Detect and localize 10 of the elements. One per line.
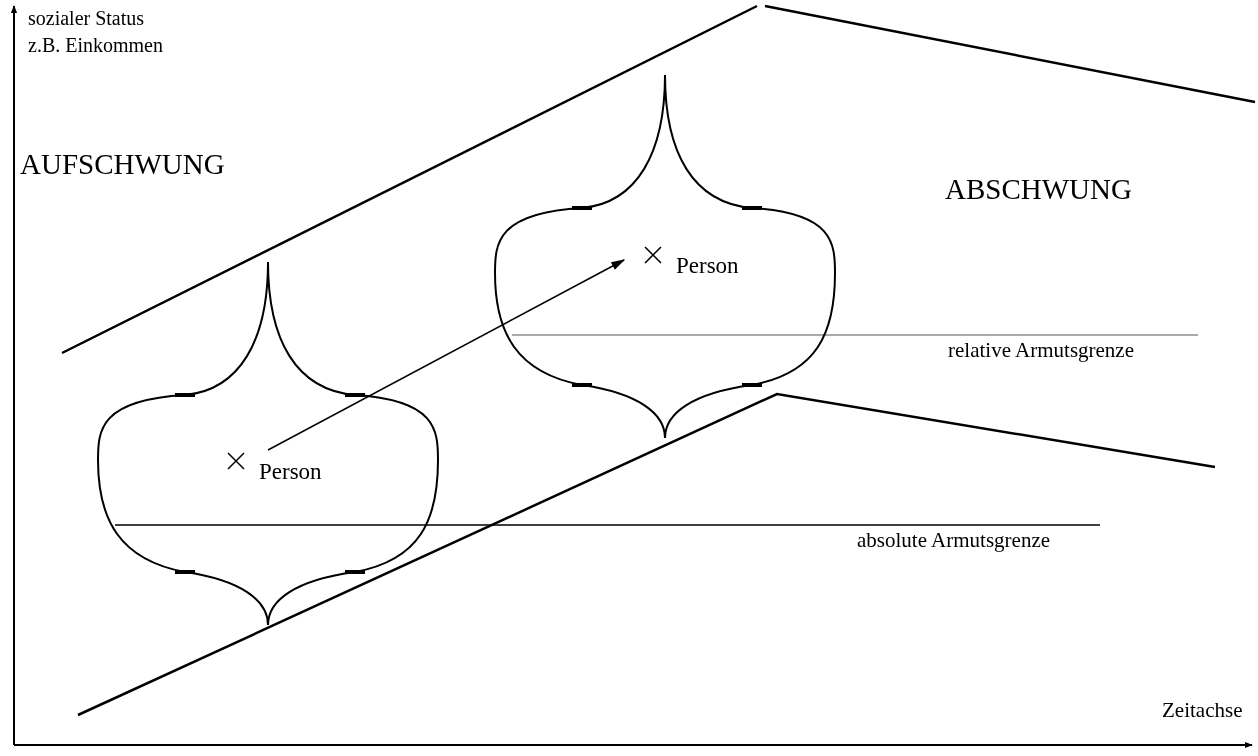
axis-title: z.B. Einkommen (28, 35, 163, 55)
threshold-label: absolute Armutsgrenze (857, 530, 1051, 551)
axis-title: Zeitachse (1162, 700, 1243, 721)
person-label: Person (259, 460, 322, 483)
threshold-label: relative Armutsgrenze (948, 340, 1134, 361)
arrow (267, 259, 626, 451)
phase-label: ABSCHWUNG (945, 175, 1132, 204)
axis-title: sozialer Status (28, 8, 145, 28)
phase-label: AUFSCHWUNG (20, 150, 225, 179)
person-label: Person (676, 254, 739, 277)
